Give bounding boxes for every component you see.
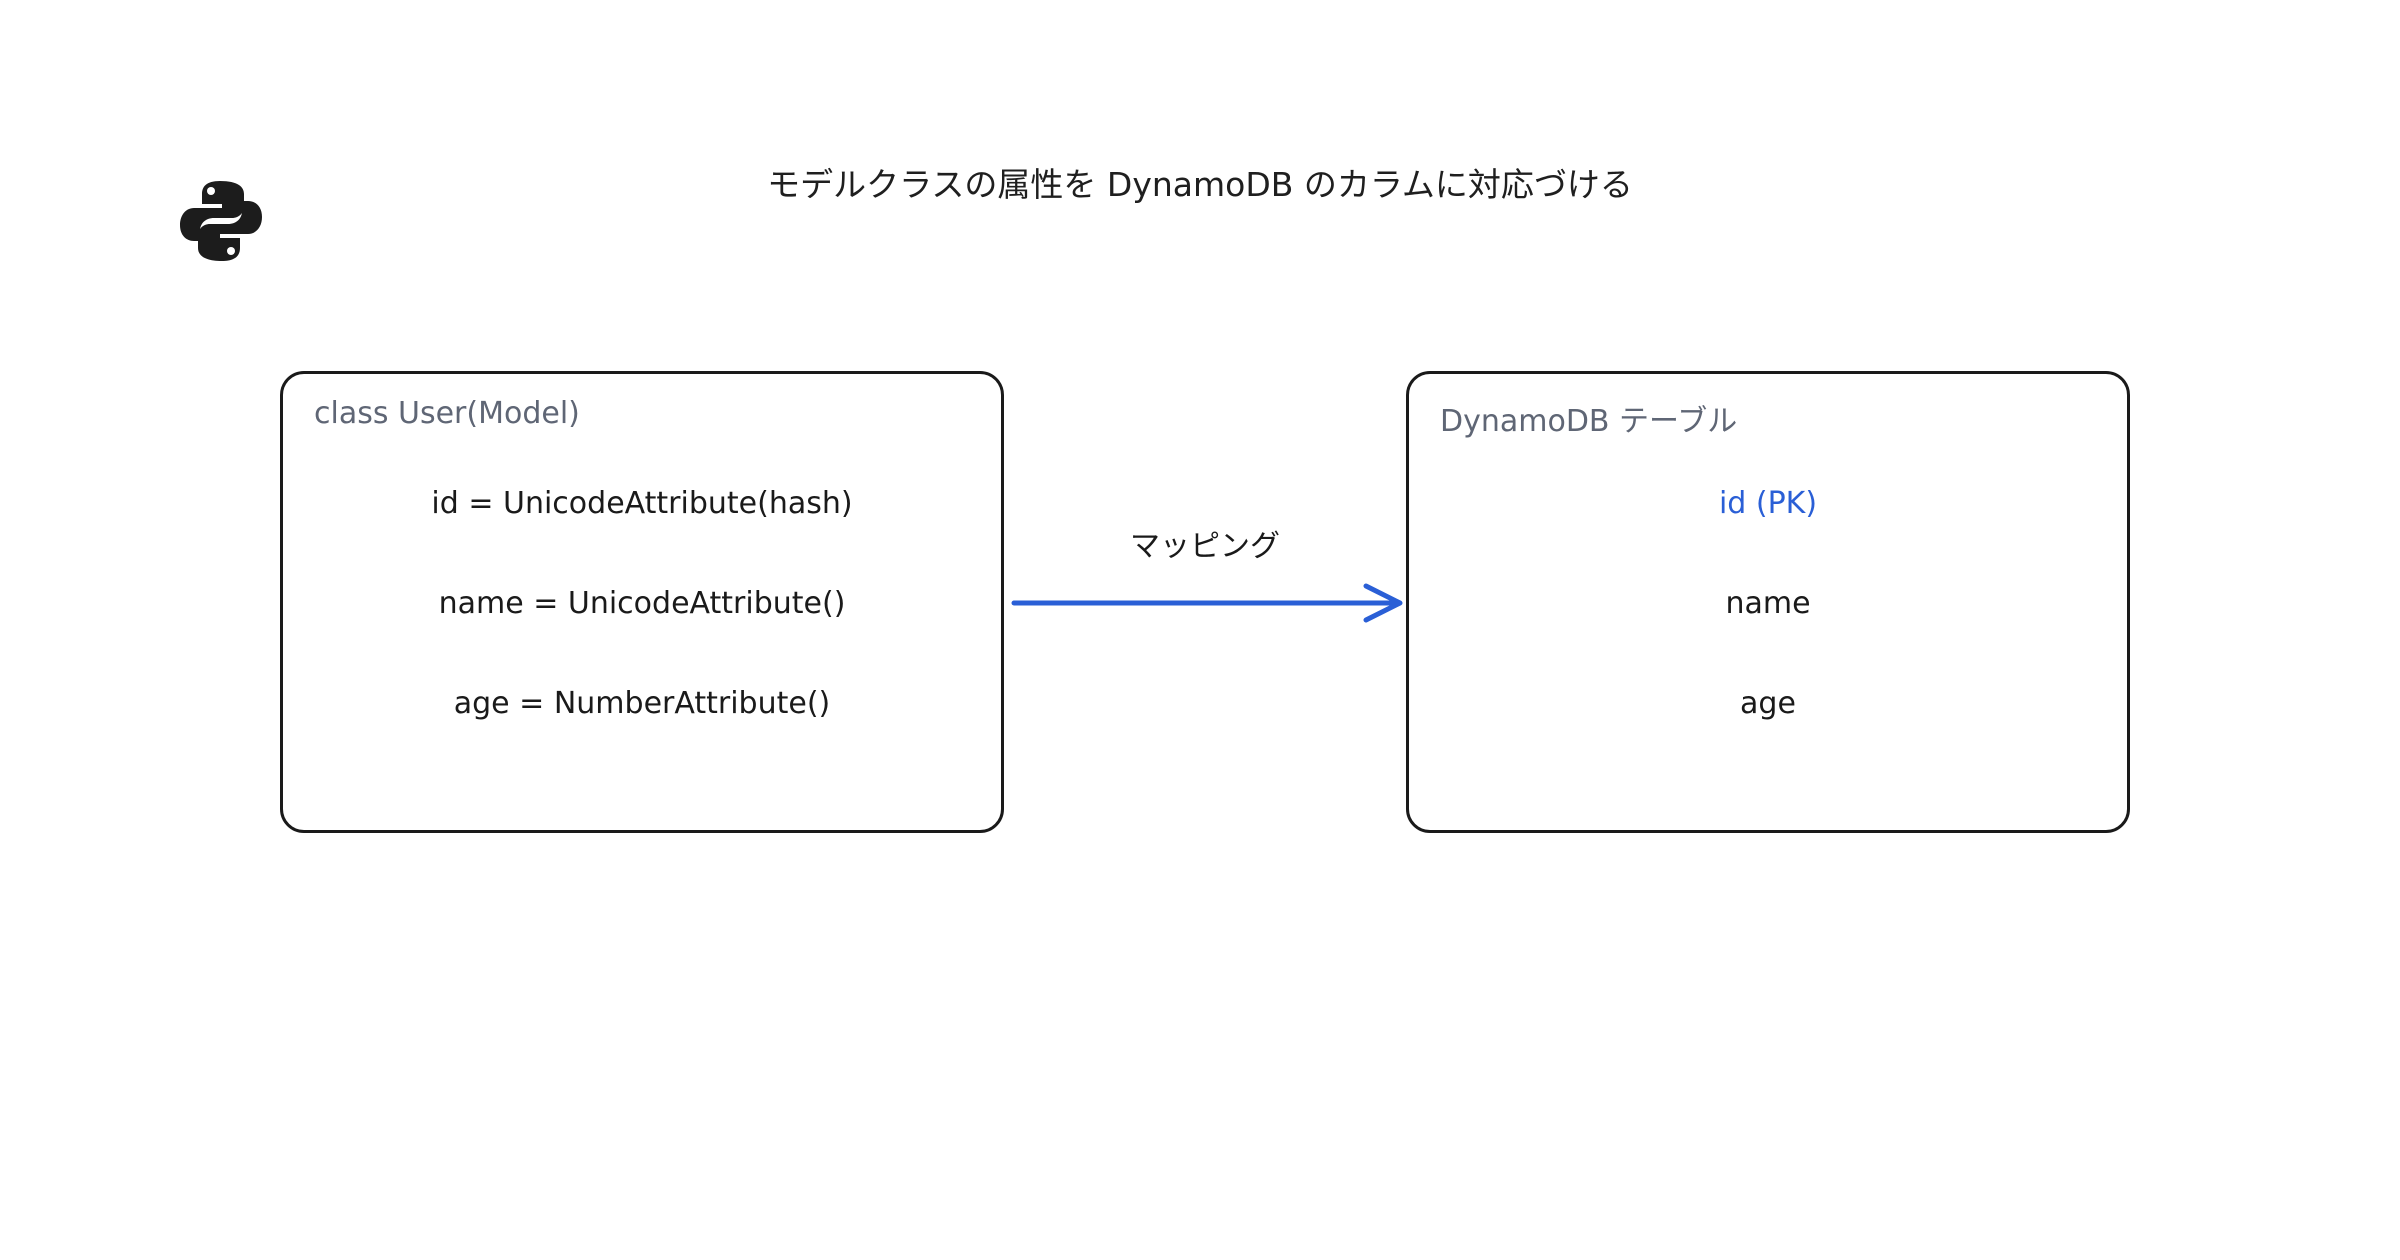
table-column-age: age <box>1740 686 1796 721</box>
model-attribute-name: name = UnicodeAttribute() <box>438 586 846 621</box>
mapping-arrow-icon <box>1011 583 1403 623</box>
python-logo-icon <box>180 181 262 261</box>
dynamodb-table-title: DynamoDB テーブル <box>1440 404 1738 439</box>
mapping-label: マッピング <box>1130 529 1280 564</box>
table-column-name: name <box>1725 586 1811 621</box>
table-column-id-pk: id (PK) <box>1718 486 1818 521</box>
model-class-title: class User(Model) <box>314 396 580 431</box>
model-attribute-id: id = UnicodeAttribute(hash) <box>431 486 853 521</box>
diagram-title: モデルクラスの属性を DynamoDB のカラムに対応づける <box>767 165 1633 204</box>
model-class-box: class User(Model) id = UnicodeAttribute(… <box>280 371 1004 833</box>
dynamodb-table-box: DynamoDB テーブル id (PK) name age <box>1406 371 2130 833</box>
model-attribute-age: age = NumberAttribute() <box>453 686 831 721</box>
